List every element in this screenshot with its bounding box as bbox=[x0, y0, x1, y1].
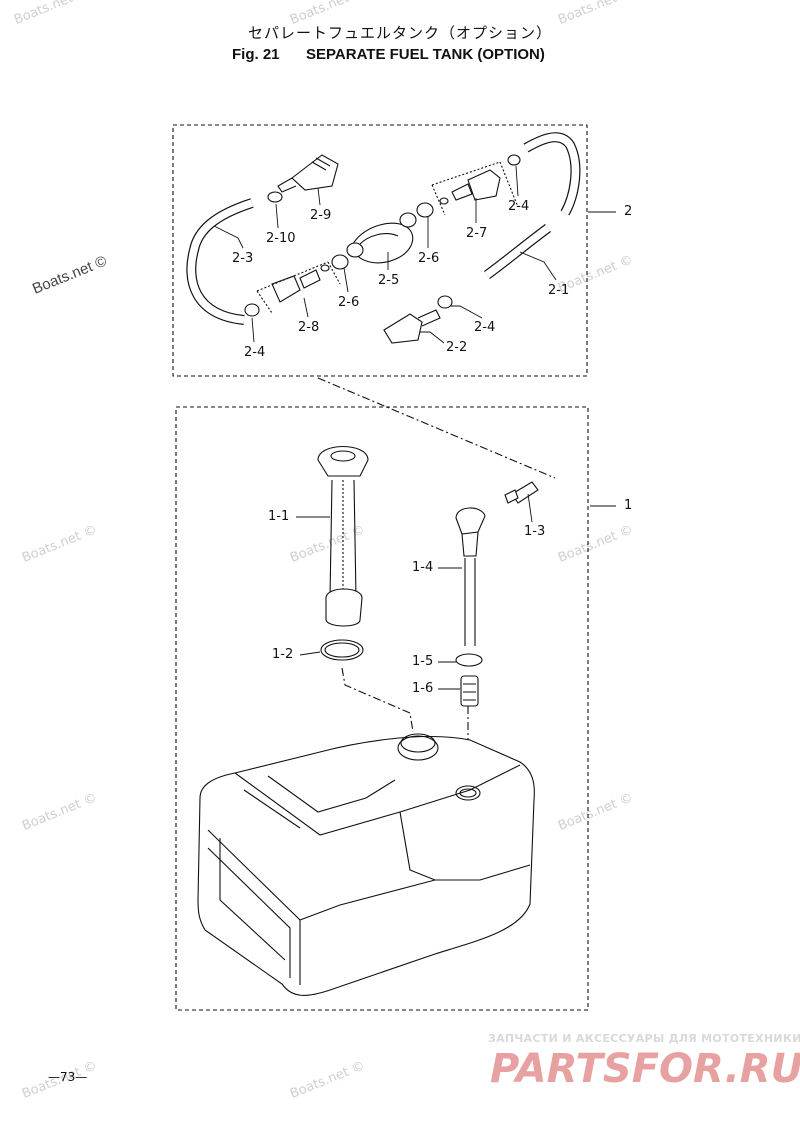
figure-number: Fig. 21 bbox=[232, 46, 280, 63]
part-label: 1-5 bbox=[412, 654, 434, 669]
part-label: 1-3 bbox=[524, 524, 546, 539]
assembly-label-1: 1 bbox=[624, 498, 633, 513]
part-label: 2-7 bbox=[466, 226, 488, 241]
page-number: —73— bbox=[48, 1070, 88, 1084]
part-label: 2-6 bbox=[338, 295, 360, 310]
part-label: 2-3 bbox=[232, 251, 254, 266]
tank-assembly-box bbox=[175, 406, 589, 1011]
part-label: 1-2 bbox=[272, 647, 294, 662]
part-label: 2-1 bbox=[548, 283, 570, 298]
part-label: 1-6 bbox=[412, 681, 434, 696]
figure-title: SEPARATE FUEL TANK (OPTION) bbox=[306, 46, 545, 63]
part-label: 1-1 bbox=[268, 509, 290, 524]
part-label: 2-2 bbox=[446, 340, 468, 355]
part-label: 1-4 bbox=[412, 560, 434, 575]
assembly-label-2: 2 bbox=[624, 204, 633, 219]
part-label: 2-4 bbox=[474, 320, 496, 335]
part-label: 2-10 bbox=[266, 231, 296, 246]
part-label: 2-4 bbox=[244, 345, 266, 360]
brand-caption: ЗАПЧАСТИ И АКСЕССУАРЫ ДЛЯ МОТОТЕХНИКИ bbox=[488, 1032, 800, 1045]
part-label: 2-4 bbox=[508, 199, 530, 214]
part-label: 2-9 bbox=[310, 208, 332, 223]
part-label: 2-5 bbox=[378, 273, 400, 288]
hose-assembly-box bbox=[172, 124, 588, 377]
part-label: 2-8 bbox=[298, 320, 320, 335]
brand-logo: PARTSFOR.RU bbox=[490, 1046, 800, 1092]
part-label: 2-6 bbox=[418, 251, 440, 266]
japanese-title: セパレートフュエルタンク（オプション） bbox=[247, 24, 552, 42]
